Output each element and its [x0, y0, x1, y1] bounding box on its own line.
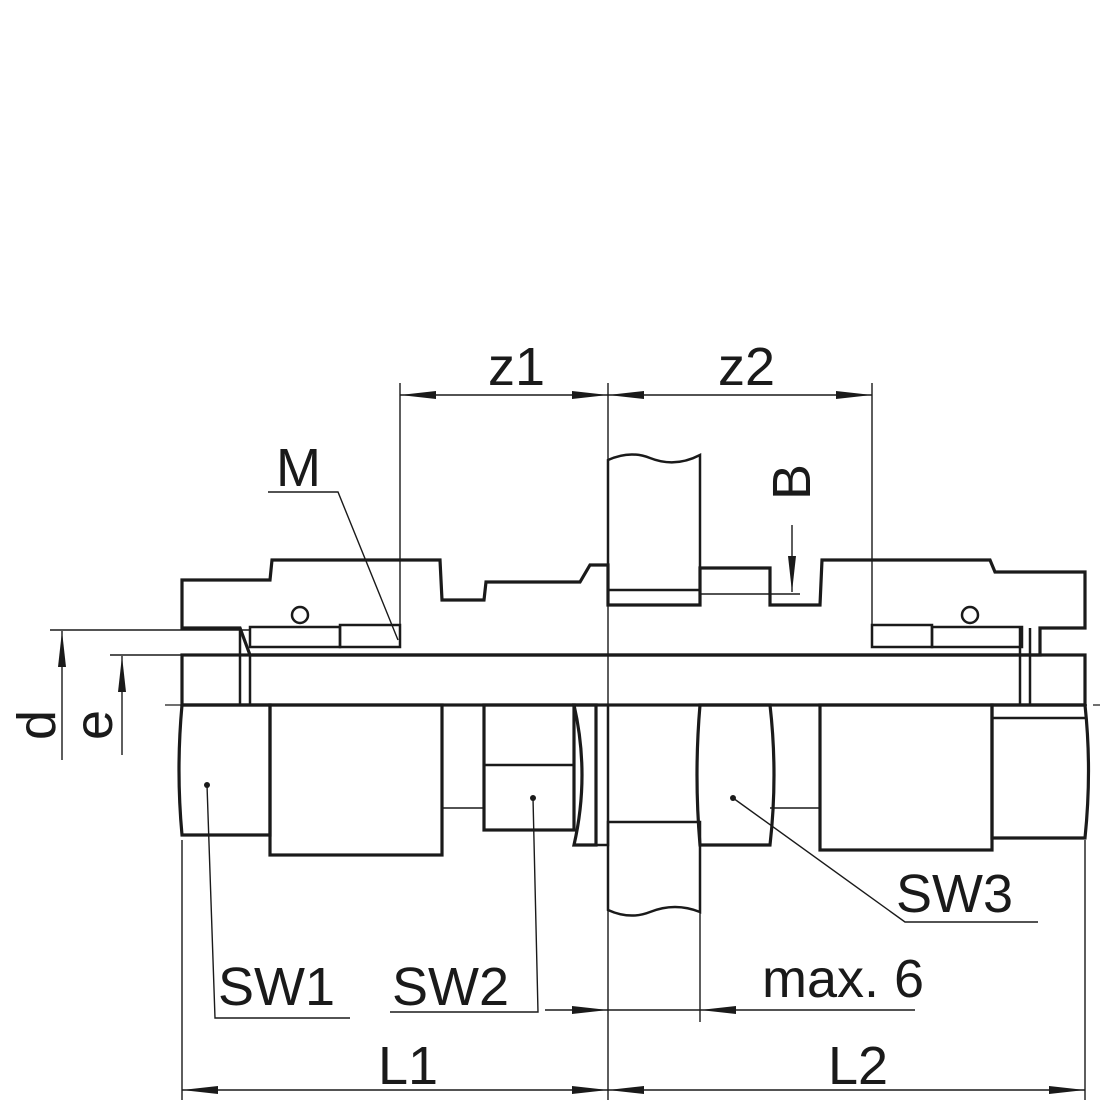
knurled-nut-right: [818, 703, 994, 852]
knurled-nut-left: [268, 703, 444, 857]
leader-SW2: [390, 797, 539, 1013]
label-B: B: [762, 464, 822, 500]
label-L2: L2: [828, 1036, 888, 1096]
leader-SW3: [732, 797, 1038, 923]
dimension-max6: max. 6: [545, 845, 924, 1022]
hex-SW2: [482, 703, 576, 832]
gasket: [594, 703, 610, 847]
label-SW1: SW1: [218, 957, 335, 1017]
o-ring-left: [290, 605, 310, 625]
nut-SW1-left-body: [177, 703, 272, 837]
label-max6: max. 6: [762, 949, 924, 1009]
wall-section-top: [606, 452, 702, 592]
wrench-size-callouts: SW1 SW2 SW3: [206, 784, 1038, 1019]
dimension-z: z1 z2: [399, 337, 873, 912]
o-ring-right: [960, 605, 980, 625]
label-z2: z2: [718, 337, 775, 397]
cutting-ring-left: [338, 623, 402, 649]
leader-line: [268, 491, 399, 641]
label-L1: L1: [378, 1036, 438, 1096]
body-section: [180, 558, 1087, 657]
fitting-section-upper: [180, 558, 1087, 707]
fitting-view-lower: [177, 703, 1091, 857]
label-SW2: SW2: [392, 957, 509, 1017]
dimension-d-e: d e: [7, 629, 250, 760]
wall-thickness-B: B: [700, 464, 822, 595]
nut-right-body: [990, 703, 1091, 840]
label-e: e: [64, 710, 124, 740]
wall-plate: [606, 452, 702, 917]
label-z1: z1: [488, 337, 545, 397]
seal-ring-left: [248, 625, 342, 649]
thread-M-callout: M: [268, 438, 399, 641]
dimension-L: L1 L2: [181, 840, 1086, 1100]
leader-SW1: [206, 784, 350, 1019]
body-flange: [571, 703, 598, 847]
tube: [180, 653, 1087, 707]
label-d: d: [7, 710, 67, 740]
seal-ring-right: [930, 625, 1024, 649]
wall-section-bottom: [606, 820, 702, 917]
label-M: M: [276, 438, 321, 498]
cutting-ring-right: [870, 623, 934, 649]
label-SW3: SW3: [896, 864, 1013, 924]
nut-SW3: [695, 703, 776, 847]
